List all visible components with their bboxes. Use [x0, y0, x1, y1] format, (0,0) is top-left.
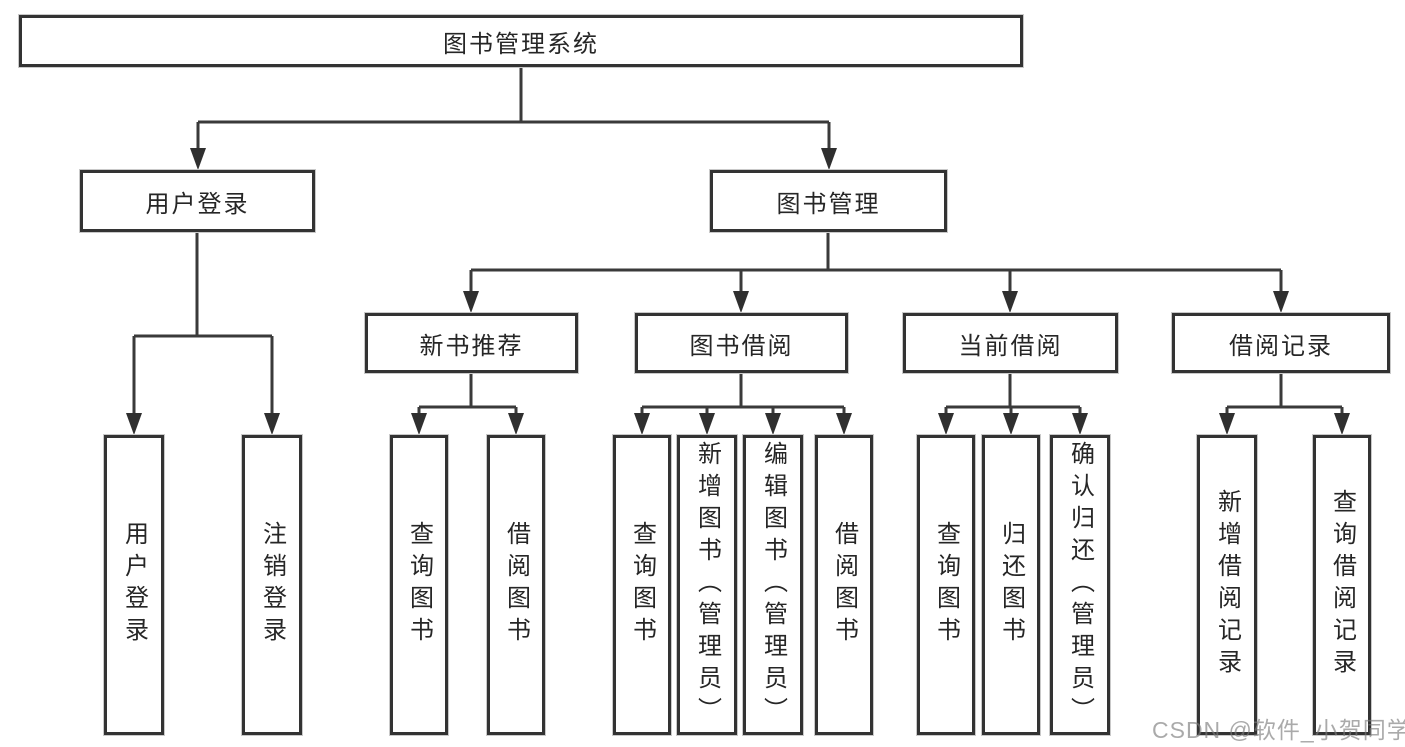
leaf-logout-login: 注销登录: [242, 435, 302, 735]
connector-lines: [132, 67, 1344, 416]
arrow-down-icon: [1003, 413, 1019, 435]
arrow-down-icon: [1219, 413, 1235, 435]
connector-borrow-records-to-leaves: [1225, 373, 1344, 416]
arrow-down-icon: [463, 291, 479, 313]
connector-book-mgmt-to-level3: [469, 232, 1283, 294]
leaf-current-return: 归还图书: [982, 435, 1040, 735]
arrow-down-icon: [1273, 291, 1289, 313]
leaf-borrow-query: 查询图书: [613, 435, 671, 735]
node-new-books: 新书推荐: [365, 313, 578, 373]
leaf-current-query: 查询图书: [917, 435, 975, 735]
arrow-down-icon: [634, 413, 650, 435]
arrow-down-icon: [1334, 413, 1350, 435]
leaf-borrow-edit-admin: 编辑图书（管理员）: [743, 435, 803, 735]
arrow-down-icon: [190, 148, 206, 170]
arrow-down-icon: [733, 291, 749, 313]
arrow-down-icon: [821, 148, 837, 170]
node-borrow-records: 借阅记录: [1172, 313, 1390, 373]
connector-book-borrow-to-leaves: [640, 373, 846, 416]
leaf-user-login: 用户登录: [104, 435, 164, 735]
arrow-down-icon: [1072, 413, 1088, 435]
arrow-down-icon: [126, 413, 142, 435]
leaf-borrow-add-admin: 新增图书（管理员）: [677, 435, 737, 735]
arrow-down-icon: [1002, 291, 1018, 313]
arrow-down-icon: [264, 413, 280, 435]
arrow-down-icon: [836, 413, 852, 435]
arrow-down-icon: [699, 413, 715, 435]
arrow-down-icon: [508, 413, 524, 435]
leaf-records-add: 新增借阅记录: [1197, 435, 1257, 735]
connector-new-books-to-leaves: [417, 373, 518, 416]
arrow-down-icon: [411, 413, 427, 435]
arrow-down-icon: [765, 413, 781, 435]
leaf-new-books-borrow: 借阅图书: [487, 435, 545, 735]
leaf-current-confirm-admin: 确认归还（管理员）: [1050, 435, 1110, 735]
connector-root-to-level2: [196, 67, 831, 150]
csdn-watermark: CSDN @软件_小贺同学: [1152, 717, 1405, 743]
node-user-login: 用户登录: [80, 170, 315, 232]
arrow-down-icon: [938, 413, 954, 435]
arrowheads: [126, 148, 1350, 435]
leaf-borrow-borrow: 借阅图书: [815, 435, 873, 735]
connector-current-borrow-to-leaves: [944, 373, 1082, 416]
leaf-new-books-query: 查询图书: [390, 435, 448, 735]
connector-user-login-to-leaves: [132, 232, 274, 416]
leaf-records-query: 查询借阅记录: [1313, 435, 1371, 735]
node-book-borrow: 图书借阅: [635, 313, 848, 373]
node-root: 图书管理系统: [19, 15, 1023, 67]
node-book-mgmt: 图书管理: [710, 170, 947, 232]
node-current-borrow: 当前借阅: [903, 313, 1118, 373]
